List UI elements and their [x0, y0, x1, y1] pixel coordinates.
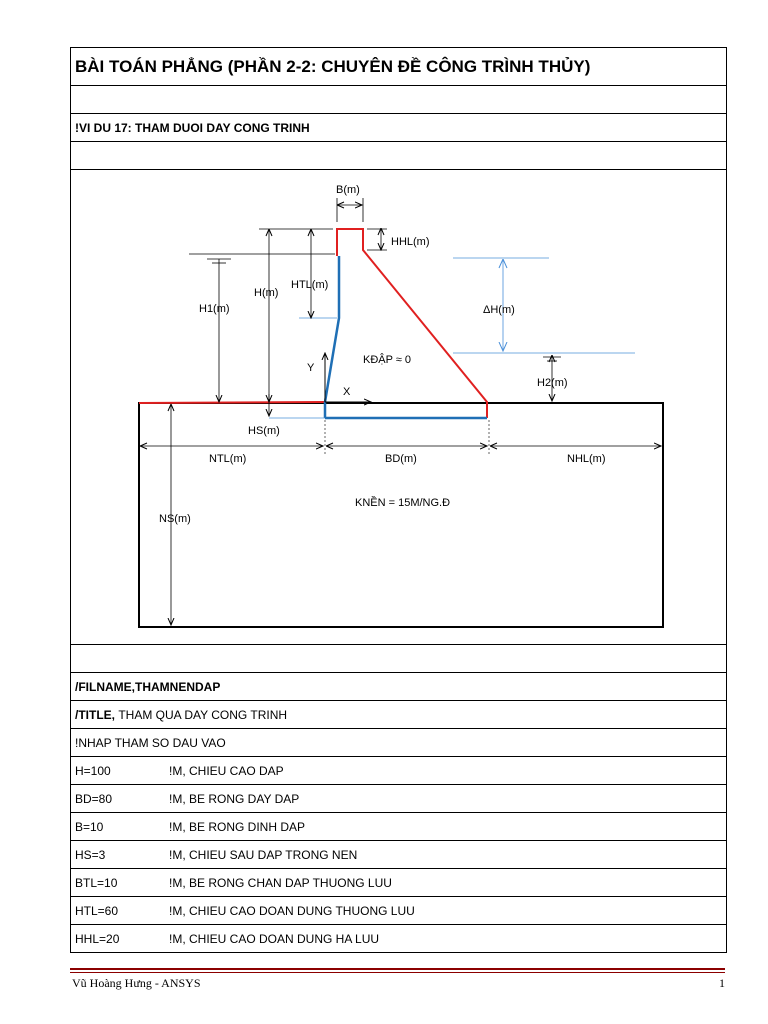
param-row: HHL=20 !M, CHIEU CAO DOAN DUNG HA LUU	[71, 925, 726, 953]
label-y: Y	[307, 362, 315, 374]
param-comment: !M, CHIEU SAU DAP TRONG NEN	[169, 847, 358, 862]
param-row: BTL=10 !M, BE RONG CHAN DAP THUONG LUU	[71, 869, 726, 897]
param-name: HTL=60	[75, 903, 119, 918]
label-h2: H2(m)	[537, 377, 568, 389]
label-x: X	[343, 386, 351, 398]
param-row: H=100 !M, CHIEU CAO DAP	[71, 757, 726, 785]
title-command-text: THAM QUA DAY CONG TRINH	[118, 707, 288, 722]
footer-author: Vũ Hoàng Hưng - ANSYS	[72, 976, 201, 990]
page-number: 1	[719, 976, 725, 990]
input-header: !NHAP THAM SO DAU VAO	[75, 735, 226, 750]
label-h1: H1(m)	[199, 303, 230, 315]
label-hs: HS(m)	[248, 425, 280, 437]
param-row: HTL=60 !M, CHIEU CAO DOAN DUNG THUONG LUU	[71, 897, 726, 925]
label-ns: NS(m)	[159, 513, 191, 525]
footer-rule	[70, 968, 725, 973]
param-row: BD=80 !M, BE RONG DAY DAP	[71, 785, 726, 813]
param-row: HS=3 !M, CHIEU SAU DAP TRONG NEN	[71, 841, 726, 869]
label-b: B(m)	[336, 184, 360, 196]
example-row: !VI DU 17: THAM DUOI DAY CONG TRINH	[71, 114, 726, 142]
param-comment: !M, CHIEU CAO DAP	[169, 763, 284, 778]
upstream-ground	[138, 401, 326, 404]
label-nhl: NHL(m)	[567, 453, 606, 465]
label-kdap: KĐẬP ≈ 0	[363, 353, 411, 366]
figure-row: B(m) HHL(m) H(m) HTL(m) H1(m) ΔH	[71, 170, 726, 645]
foundation-box	[138, 402, 664, 628]
empty-row	[71, 86, 726, 114]
param-comment: !M, BE RONG DINH DAP	[169, 819, 306, 834]
param-name: BD=80	[75, 791, 113, 806]
label-ntl: NTL(m)	[209, 453, 246, 465]
label-knen: KNỀN = 15M/NG.Đ	[355, 496, 450, 509]
example-heading: !VI DU 17: THAM DUOI DAY CONG TRINH	[75, 120, 310, 135]
label-bd: BD(m)	[385, 453, 417, 465]
title-command: /TITLE, THAM QUA DAY CONG TRINH	[75, 701, 287, 728]
param-name: H=100	[75, 763, 111, 778]
dam-upstream-face	[323, 256, 341, 418]
param-name: B=10	[75, 819, 104, 834]
param-list: H=100 !M, CHIEU CAO DAP BD=80 !M, BE RONG D…	[71, 757, 726, 953]
filename-command: /FILNAME,THAMNENDAP	[75, 679, 221, 694]
label-hhl: HHL(m)	[391, 236, 430, 248]
label-h: H(m)	[254, 287, 278, 299]
label-dh: ΔH(m)	[483, 304, 515, 316]
param-comment: !M, BE RONG CHAN DAP THUONG LUU	[169, 875, 392, 890]
param-comment: !M, CHIEU CAO DOAN DUNG HA LUU	[169, 931, 380, 946]
worksheet: BÀI TOÁN PHẲNG (PHẦN 2-2: CHUYÊN ĐỀ CÔNG…	[70, 47, 727, 953]
label-htl: HTL(m)	[291, 279, 328, 291]
param-comment: !M, BE RONG DAY DAP	[169, 791, 300, 806]
param-name: HHL=20	[75, 931, 120, 946]
param-name: HS=3	[75, 847, 106, 862]
param-row: B=10 !M, BE RONG DINH DAP	[71, 813, 726, 841]
dam-crest	[336, 228, 488, 418]
title-row: BÀI TOÁN PHẲNG (PHẦN 2-2: CHUYÊN ĐỀ CÔNG…	[71, 48, 726, 86]
title-command-row: /TITLE, THAM QUA DAY CONG TRINH	[71, 701, 726, 729]
empty-row	[71, 645, 726, 673]
title-command-keyword: /TITLE,	[75, 707, 115, 722]
input-header-row: !NHAP THAM SO DAU VAO	[71, 729, 726, 757]
empty-row	[71, 142, 726, 170]
filename-row: /FILNAME,THAMNENDAP	[71, 673, 726, 701]
param-comment: !M, CHIEU CAO DOAN DUNG THUONG LUU	[169, 903, 415, 918]
dam-seepage-diagram: B(m) HHL(m) H(m) HTL(m) H1(m) ΔH	[138, 184, 664, 628]
param-name: BTL=10	[75, 875, 118, 890]
page-title: BÀI TOÁN PHẲNG (PHẦN 2-2: CHUYÊN ĐỀ CÔNG…	[75, 56, 591, 76]
